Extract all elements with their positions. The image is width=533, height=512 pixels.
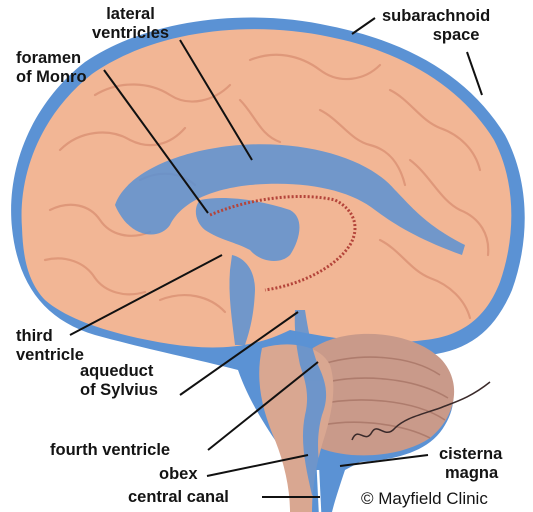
cisterna-magna-label: cisterna magna: [439, 445, 502, 483]
obex-label: obex: [159, 465, 198, 484]
central-canal-label: central canal: [128, 488, 229, 507]
third-ventricle-label: third ventricle: [16, 327, 84, 365]
aqueduct-of-sylvius-label: aqueduct of Sylvius: [80, 362, 158, 400]
foramen-of-monro-label: foramen of Monro: [16, 49, 87, 87]
copyright-credit: © Mayfield Clinic: [361, 489, 488, 509]
fourth-ventricle-label: fourth ventricle: [50, 441, 170, 460]
subarachnoid-space-label: subarachnoid space: [382, 7, 490, 45]
lateral-ventricles-label: lateral ventricles: [92, 5, 169, 43]
